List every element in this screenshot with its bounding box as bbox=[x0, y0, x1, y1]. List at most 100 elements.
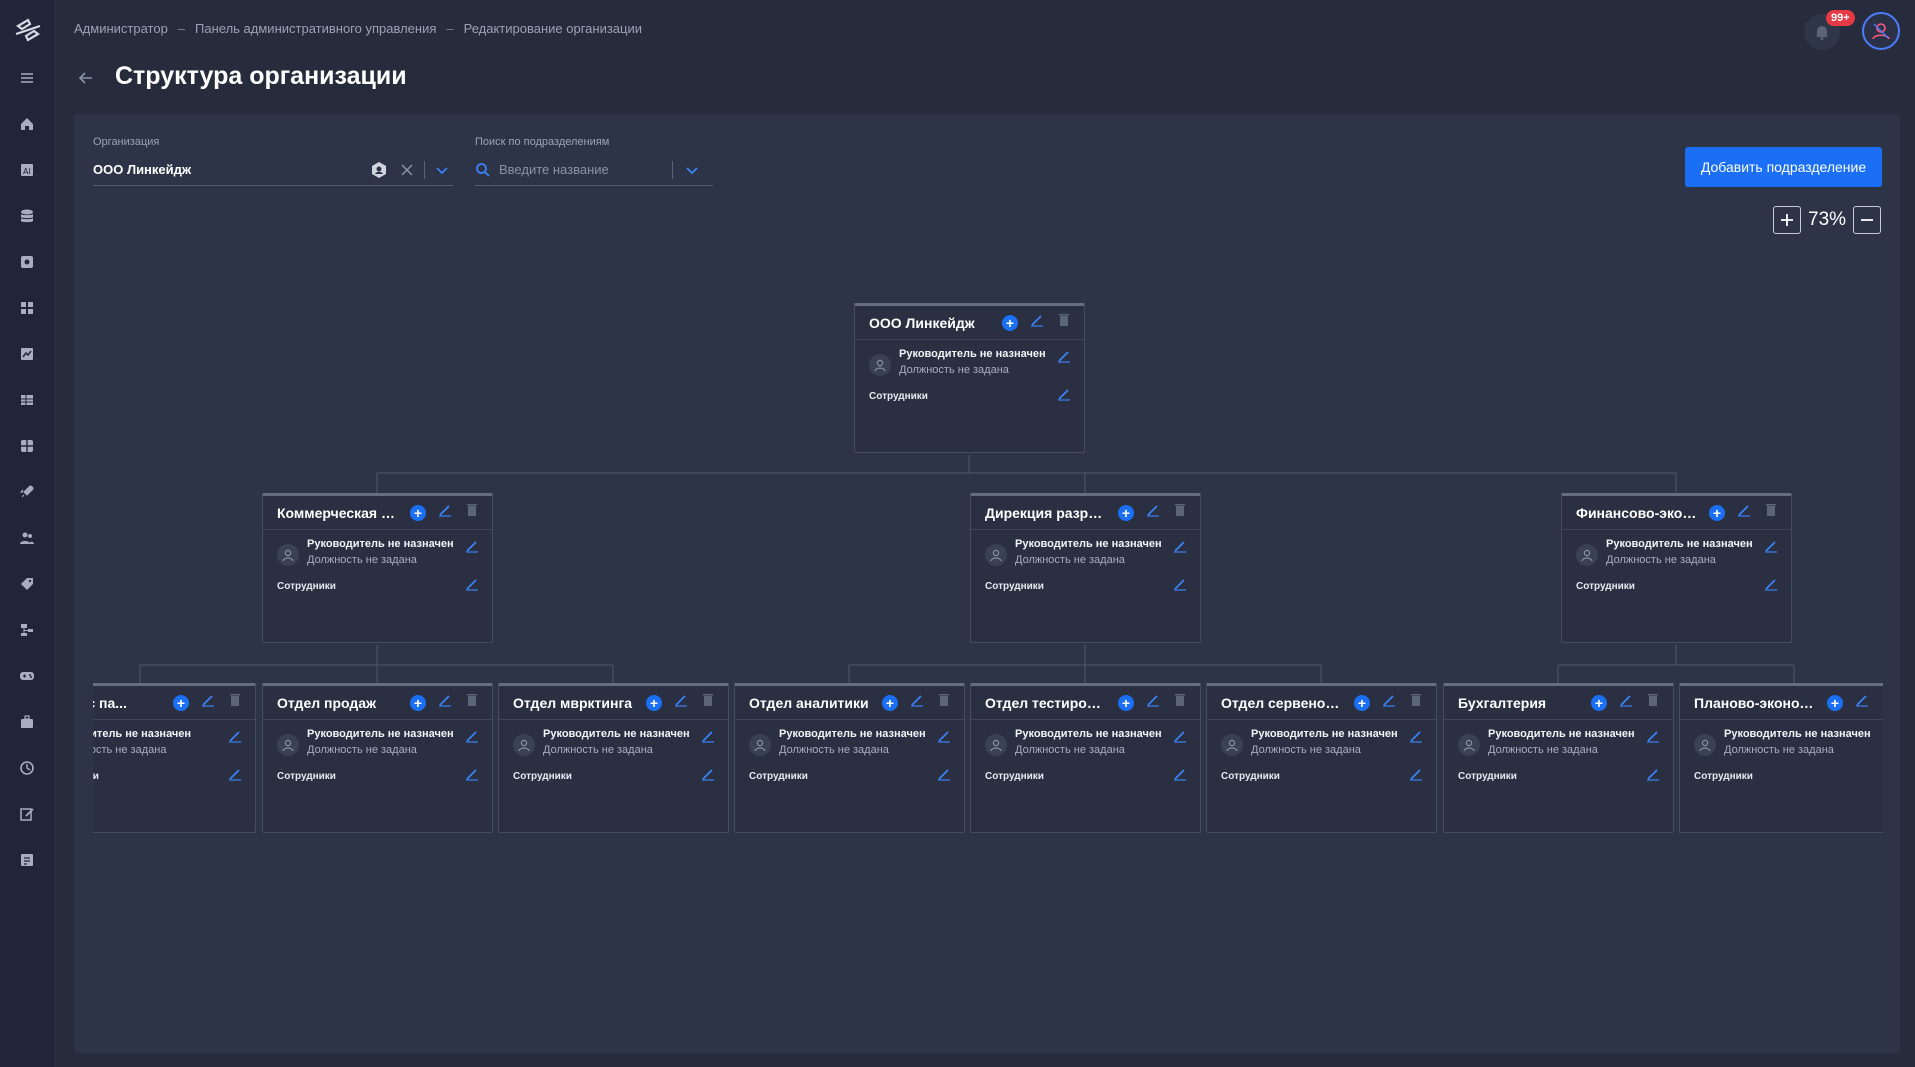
add-child-button[interactable]: + bbox=[408, 503, 428, 523]
breadcrumb-item-panel[interactable]: Панель административного управления bbox=[195, 21, 437, 36]
add-child-button[interactable]: + bbox=[171, 693, 191, 713]
add-child-button[interactable]: + bbox=[1000, 313, 1020, 333]
edit-manager-button[interactable] bbox=[1761, 538, 1781, 558]
edit-staff-button[interactable] bbox=[1170, 766, 1190, 786]
org-node-marketing[interactable]: Отдел мврктинга+Руководитель не назначен… bbox=[498, 683, 729, 833]
add-child-button[interactable]: + bbox=[644, 693, 664, 713]
edit-node-button[interactable] bbox=[1734, 503, 1754, 523]
add-child-button[interactable]: + bbox=[1707, 503, 1727, 523]
edit-manager-button[interactable] bbox=[934, 728, 954, 748]
chart-icon[interactable] bbox=[17, 344, 37, 364]
edit-node-button[interactable] bbox=[1379, 693, 1399, 713]
edit-staff-button[interactable] bbox=[1170, 576, 1190, 596]
add-child-button[interactable]: + bbox=[880, 693, 900, 713]
edit-staff-button[interactable] bbox=[1406, 766, 1426, 786]
edit-manager-button[interactable] bbox=[698, 728, 718, 748]
database-icon[interactable] bbox=[17, 206, 37, 226]
delete-node-button[interactable] bbox=[225, 693, 245, 713]
report-icon[interactable] bbox=[17, 850, 37, 870]
edit-staff-button[interactable] bbox=[934, 766, 954, 786]
delete-node-button[interactable] bbox=[1170, 503, 1190, 523]
rocket-icon[interactable] bbox=[17, 482, 37, 502]
edit-manager-button[interactable] bbox=[1643, 728, 1663, 748]
edit-manager-button[interactable] bbox=[1170, 538, 1190, 558]
clear-icon[interactable] bbox=[396, 159, 418, 181]
org-node-analytics[interactable]: Отдел аналитики+Руководитель не назначен… bbox=[734, 683, 965, 833]
edit-node-button[interactable] bbox=[671, 693, 691, 713]
tag-icon[interactable] bbox=[17, 574, 37, 594]
edit-staff-button[interactable] bbox=[1054, 386, 1074, 406]
delete-node-button[interactable] bbox=[1761, 503, 1781, 523]
edit-node-button[interactable] bbox=[1027, 313, 1047, 333]
logo-icon[interactable] bbox=[12, 14, 44, 46]
delete-node-button[interactable] bbox=[1054, 313, 1074, 333]
settings-icon[interactable] bbox=[17, 252, 37, 272]
chevron-down-icon[interactable] bbox=[431, 159, 453, 181]
edit-staff-button[interactable] bbox=[1879, 766, 1883, 786]
edit-staff-button[interactable] bbox=[462, 766, 482, 786]
users-icon[interactable] bbox=[17, 528, 37, 548]
hierarchy-icon[interactable] bbox=[17, 620, 37, 640]
edit-staff-button[interactable] bbox=[1643, 766, 1663, 786]
delete-node-button[interactable] bbox=[1406, 693, 1426, 713]
add-child-button[interactable]: + bbox=[1352, 693, 1372, 713]
zoom-out-button[interactable] bbox=[1853, 206, 1881, 234]
edit-staff-button[interactable] bbox=[1761, 576, 1781, 596]
apps-icon[interactable] bbox=[17, 298, 37, 318]
edit-node-button[interactable] bbox=[1143, 503, 1163, 523]
add-child-button[interactable]: + bbox=[1116, 503, 1136, 523]
clock-icon[interactable] bbox=[17, 758, 37, 778]
add-department-button[interactable]: Добавить подразделение bbox=[1685, 147, 1882, 187]
org-node-finance[interactable]: Финансово-эконо...+Руководитель не назна… bbox=[1561, 493, 1792, 643]
org-node-testing[interactable]: Отдел тестирования+Руководитель не назна… bbox=[970, 683, 1201, 833]
zoom-in-button[interactable] bbox=[1773, 206, 1801, 234]
edit-node-button[interactable] bbox=[435, 503, 455, 523]
delete-node-button[interactable] bbox=[1879, 693, 1883, 713]
chevron-down-icon[interactable] bbox=[681, 159, 703, 181]
org-select[interactable]: ООО Линкейдж bbox=[93, 154, 453, 186]
edit-manager-button[interactable] bbox=[1170, 728, 1190, 748]
edit-node-button[interactable] bbox=[1616, 693, 1636, 713]
gamepad-icon[interactable] bbox=[17, 666, 37, 686]
org-node-partners[interactable]: аботы с па...+водитель не назначенлжност… bbox=[93, 683, 256, 833]
edit-icon[interactable] bbox=[17, 804, 37, 824]
menu-icon[interactable] bbox=[17, 68, 37, 88]
delete-node-button[interactable] bbox=[698, 693, 718, 713]
edit-staff-button[interactable] bbox=[698, 766, 718, 786]
home-icon[interactable] bbox=[17, 114, 37, 134]
add-child-button[interactable]: + bbox=[1589, 693, 1609, 713]
modules-icon[interactable] bbox=[17, 436, 37, 456]
edit-staff-button[interactable] bbox=[462, 576, 482, 596]
briefcase-icon[interactable] bbox=[17, 712, 37, 732]
delete-node-button[interactable] bbox=[462, 503, 482, 523]
delete-node-button[interactable] bbox=[462, 693, 482, 713]
add-child-button[interactable]: + bbox=[1825, 693, 1845, 713]
org-node-planning[interactable]: Планово-экономи...+Руководитель не назна… bbox=[1679, 683, 1883, 833]
edit-manager-button[interactable] bbox=[225, 728, 245, 748]
edit-manager-button[interactable] bbox=[1879, 728, 1883, 748]
org-node-development[interactable]: Дирекция разрабо...+Руководитель не назн… bbox=[970, 493, 1201, 643]
edit-node-button[interactable] bbox=[907, 693, 927, 713]
org-node-server[interactable]: Отдел сервеной ра...+Руководитель не наз… bbox=[1206, 683, 1437, 833]
back-arrow-icon[interactable] bbox=[76, 68, 96, 88]
edit-manager-button[interactable] bbox=[1406, 728, 1426, 748]
delete-node-button[interactable] bbox=[1170, 693, 1190, 713]
breadcrumb-item-admin[interactable]: Администратор bbox=[74, 21, 168, 36]
avatar[interactable] bbox=[1862, 12, 1900, 50]
add-child-button[interactable]: + bbox=[1116, 693, 1136, 713]
edit-node-button[interactable] bbox=[1143, 693, 1163, 713]
edit-manager-button[interactable] bbox=[462, 728, 482, 748]
edit-staff-button[interactable] bbox=[225, 766, 245, 786]
org-node-commercial[interactable]: Коммерческая ди...+Руководитель не назна… bbox=[262, 493, 493, 643]
add-child-button[interactable]: + bbox=[408, 693, 428, 713]
edit-node-button[interactable] bbox=[1852, 693, 1872, 713]
delete-node-button[interactable] bbox=[934, 693, 954, 713]
edit-node-button[interactable] bbox=[198, 693, 218, 713]
delete-node-button[interactable] bbox=[1643, 693, 1663, 713]
search-input[interactable] bbox=[499, 162, 664, 177]
ai-icon[interactable]: AI bbox=[17, 160, 37, 180]
